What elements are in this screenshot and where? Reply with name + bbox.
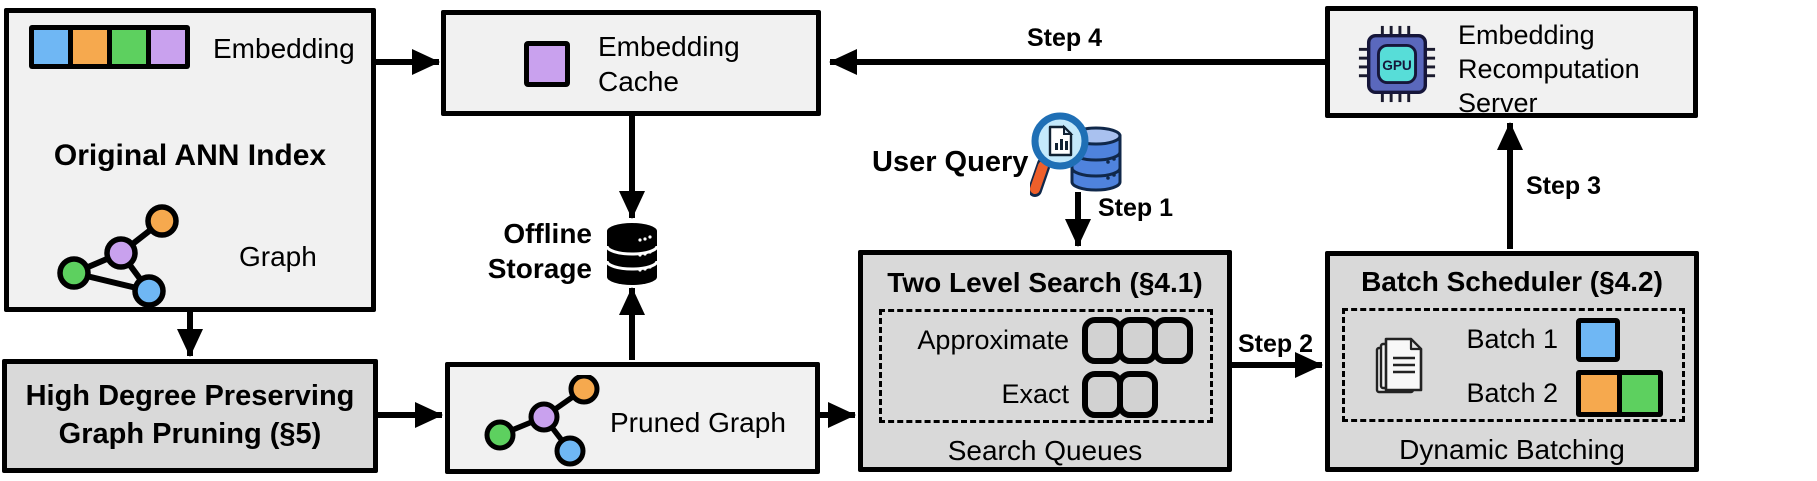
exact-label: Exact	[1001, 378, 1069, 409]
embedding-cache-label: Embedding Cache	[598, 31, 740, 97]
embedding-vector	[29, 25, 190, 69]
document-stack-icon	[1375, 337, 1423, 394]
embedding-cell-green	[112, 30, 146, 64]
user-query-label: User Query	[872, 146, 1029, 178]
search-queues-caption: Search Queues	[947, 435, 1143, 466]
batch-scheduler-box: Batch Scheduler (§4.2) Batch 1 Batch 2 D…	[1325, 251, 1699, 472]
original-ann-index-box: Embedding Original ANN Index Graph	[4, 8, 376, 312]
step1-label: Step 1	[1098, 194, 1174, 222]
gpu-chip-text: GPU	[1382, 58, 1412, 73]
embedding-label: Embedding	[213, 33, 355, 64]
approximate-label: Approximate	[917, 324, 1069, 355]
pruned-graph-box: Pruned Graph	[445, 362, 820, 474]
recomputation-server-label: Embedding Recomputation Server	[1458, 20, 1640, 118]
two-level-search-box: Two Level Search (§4.1) Approximate Exac…	[858, 250, 1232, 472]
batch1-square-blue	[1576, 318, 1620, 362]
batch-scheduler-title: Batch Scheduler (§4.2)	[1361, 266, 1663, 297]
step4-label: Step 4	[1027, 24, 1103, 52]
document-glyph	[1048, 124, 1074, 157]
batch2-square-orange	[1581, 375, 1617, 412]
dynamic-batching-caption: Dynamic Batching	[1399, 434, 1625, 465]
batch2-squares	[1576, 370, 1663, 417]
queue-slot	[1117, 371, 1158, 418]
pruned-graph-icon	[484, 375, 600, 467]
ann-graph-icon	[57, 204, 179, 308]
dynamic-batching-panel	[1342, 308, 1685, 422]
gpu-chip-icon: GPU	[1358, 25, 1436, 103]
batch1-label: Batch 1	[1466, 324, 1558, 355]
cached-embedding-square	[524, 41, 570, 87]
search-queues-panel	[879, 309, 1213, 423]
recomputation-server-box: GPU Embedding Recomputation Server	[1325, 6, 1698, 118]
exact-queue-row: Exact	[893, 371, 1158, 418]
offline-storage-label: Offline Storage	[487, 218, 592, 284]
pruned-graph-label: Pruned Graph	[610, 407, 786, 438]
graph-pruning-label: High Degree Preserving Graph Pruning (§5…	[25, 380, 355, 450]
step3-label: Step 3	[1526, 172, 1602, 200]
exact-queue-slots	[1082, 371, 1158, 418]
batch2-square-green	[1622, 375, 1658, 412]
magnifier-database-icon	[1030, 112, 1122, 197]
batch2-label: Batch 2	[1466, 377, 1558, 408]
approximate-queue-row: Approximate	[893, 317, 1193, 364]
embedding-cache-box: Embedding Cache	[441, 10, 821, 116]
graph-pruning-box: High Degree Preserving Graph Pruning (§5…	[2, 359, 378, 473]
batch1-row: Batch 1	[1458, 318, 1620, 362]
embedding-cell-purple	[151, 30, 185, 64]
graph-label: Graph	[239, 241, 317, 272]
queue-slot	[1152, 317, 1193, 364]
step2-label: Step 2	[1238, 330, 1314, 358]
batch2-row: Batch 2	[1458, 370, 1663, 417]
ann-index-title: Original ANN Index	[53, 139, 327, 172]
embedding-cell-orange	[73, 30, 107, 64]
embedding-cell-blue	[34, 30, 68, 64]
two-level-search-title: Two Level Search (§4.1)	[887, 267, 1203, 298]
database-cylinder-icon	[605, 223, 659, 285]
approximate-queue-slots	[1082, 317, 1193, 364]
